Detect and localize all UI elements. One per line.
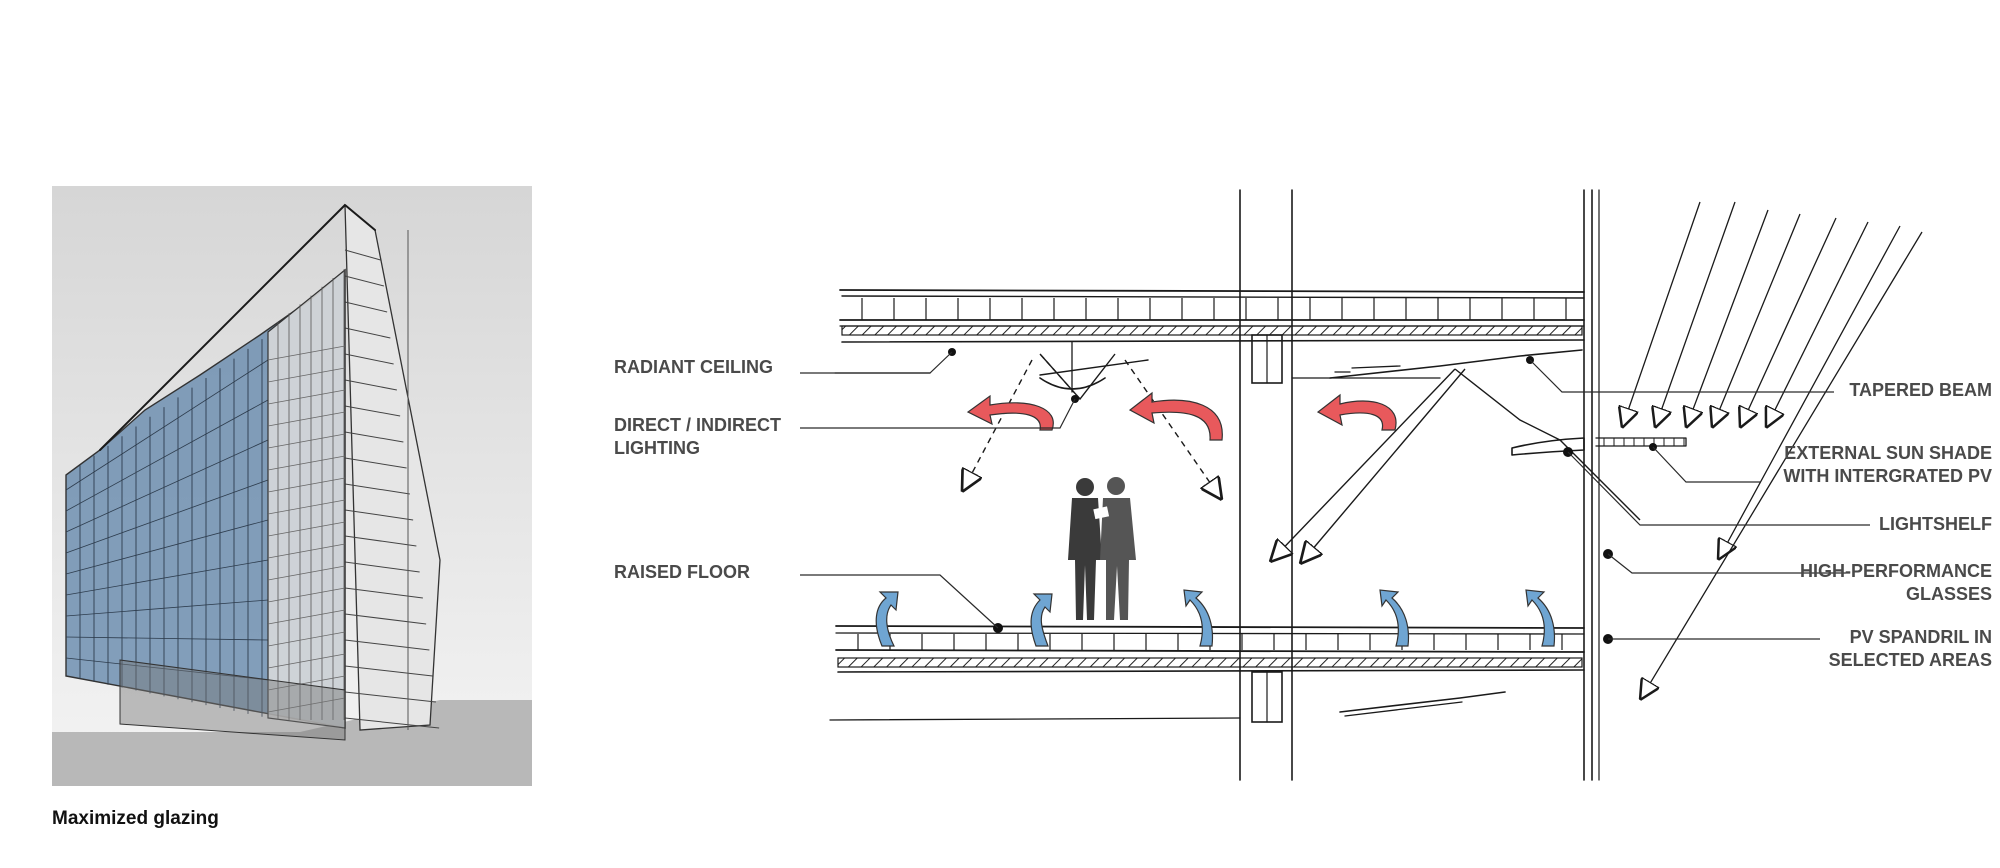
side-fin — [344, 379, 397, 391]
label-spandril-line2: SELECTED AREAS — [1829, 650, 1992, 670]
side-fin — [344, 691, 436, 703]
label-tapered-beam: TAPERED BEAM — [1849, 380, 1992, 400]
cool-air-arrows — [875, 589, 1556, 647]
core-strip-band — [267, 587, 346, 603]
core-strip-band — [267, 455, 346, 471]
sun-ray — [1686, 209, 1769, 428]
right-labels: TAPERED BEAM EXTERNAL SUN SHADE WITH INT… — [1783, 380, 1992, 670]
cool-air-arrow-1 — [875, 591, 899, 647]
side-fin — [344, 587, 423, 599]
label-lighting-line1: DIRECT / INDIRECT — [614, 415, 781, 435]
side-fin — [344, 327, 391, 339]
label-raised-floor: RAISED FLOOR — [614, 562, 750, 582]
warm-air-arrow-1 — [966, 394, 1054, 431]
glass-floor-band — [65, 479, 269, 554]
sun-ray — [1718, 225, 1901, 560]
glass-floor-band — [65, 359, 269, 491]
core-strip-band — [267, 433, 346, 449]
side-fin — [344, 665, 433, 677]
sun-ray — [1640, 231, 1923, 700]
sun-ray — [1740, 217, 1837, 428]
side-fins — [344, 230, 440, 730]
side-fin — [344, 249, 381, 261]
cool-air-arrow-4 — [1379, 589, 1410, 647]
label-spandril-line1: PV SPANDRIL IN — [1850, 627, 1992, 647]
left-labels: RADIANT CEILING DIRECT / INDIRECT LIGHTI… — [614, 357, 781, 582]
section-diagram: RADIANT CEILING DIRECT / INDIRECT LIGHTI… — [614, 189, 1992, 781]
side-fin — [344, 353, 394, 365]
cool-air-arrow-2 — [1030, 593, 1053, 647]
leader-dots — [948, 348, 1657, 644]
glass-floor-band — [65, 657, 269, 681]
core-strip-band — [267, 367, 346, 383]
label-lightshelf: LIGHTSHELF — [1879, 514, 1992, 534]
core-strip-band — [267, 499, 346, 515]
core-strip-band — [267, 653, 346, 669]
glass-floor-band — [65, 519, 269, 575]
glass-floor-band — [65, 599, 269, 617]
front-core-strip — [267, 268, 346, 729]
upper-slab — [834, 289, 1585, 384]
roof-edge — [99, 204, 376, 451]
core-strip-band — [267, 543, 346, 559]
sun-shade-assembly — [1511, 437, 1687, 456]
cool-air-arrow-5 — [1525, 589, 1556, 647]
core-strip-band — [267, 675, 346, 691]
label-glasses-line2: GLASSES — [1906, 584, 1992, 604]
core-strip-band — [267, 609, 346, 625]
core-strip-band — [267, 411, 346, 427]
people-figures — [1068, 477, 1136, 620]
side-fin — [344, 639, 430, 651]
core-strip-band — [267, 345, 346, 361]
glass-mullions — [65, 339, 269, 717]
warm-air-arrow-2 — [1128, 391, 1223, 441]
label-radiant-ceiling: RADIANT CEILING — [614, 357, 773, 377]
warm-air-arrow-3 — [1316, 393, 1397, 431]
structural-column — [1239, 189, 1293, 781]
light-rays — [962, 353, 1641, 564]
label-lighting-line2: LIGHTING — [614, 438, 700, 458]
side-fin — [344, 561, 420, 573]
label-glasses-line1: HIGH-PERFORMANCE — [1800, 561, 1992, 581]
core-strip-band — [267, 565, 346, 581]
sun-ray — [1712, 213, 1801, 428]
facade-mullions — [1583, 189, 1600, 781]
core-strip-lines — [267, 269, 346, 720]
sun-ray — [1766, 221, 1869, 428]
side-fin — [344, 275, 384, 287]
label-sun-shade-line1: EXTERNAL SUN SHADE — [1784, 443, 1992, 463]
side-fin — [344, 457, 407, 469]
sun-ray — [1655, 201, 1736, 428]
side-fin — [344, 717, 440, 729]
core-strip-band — [267, 697, 346, 713]
warm-air-arrows — [966, 391, 1397, 441]
podium — [119, 659, 346, 741]
lower-slab — [829, 625, 1585, 723]
side-fin — [344, 535, 417, 547]
side-fin — [344, 431, 404, 443]
label-sun-shade-line2: WITH INTERGRATED PV — [1783, 466, 1992, 486]
glass-floor-band — [65, 559, 269, 596]
cool-air-arrow-3 — [1183, 589, 1214, 647]
caption: Maximized glazing — [52, 808, 219, 829]
side-fin — [344, 301, 388, 313]
side-fin — [344, 483, 410, 495]
glass-floor-band — [65, 399, 269, 512]
side-fin — [344, 509, 414, 521]
glass-floor-band — [65, 439, 269, 533]
lighting-fixture — [1039, 341, 1149, 393]
glass-floor-band — [65, 636, 269, 641]
leader-lines — [800, 351, 1870, 640]
core-strip-band — [267, 389, 346, 405]
sun-ray — [1622, 201, 1701, 428]
building-sketch — [52, 186, 532, 786]
core-strip-band — [267, 631, 346, 647]
side-fin — [344, 405, 401, 417]
core-strip-band — [267, 477, 346, 493]
core-strip-band — [267, 521, 346, 537]
side-fin — [344, 613, 427, 625]
